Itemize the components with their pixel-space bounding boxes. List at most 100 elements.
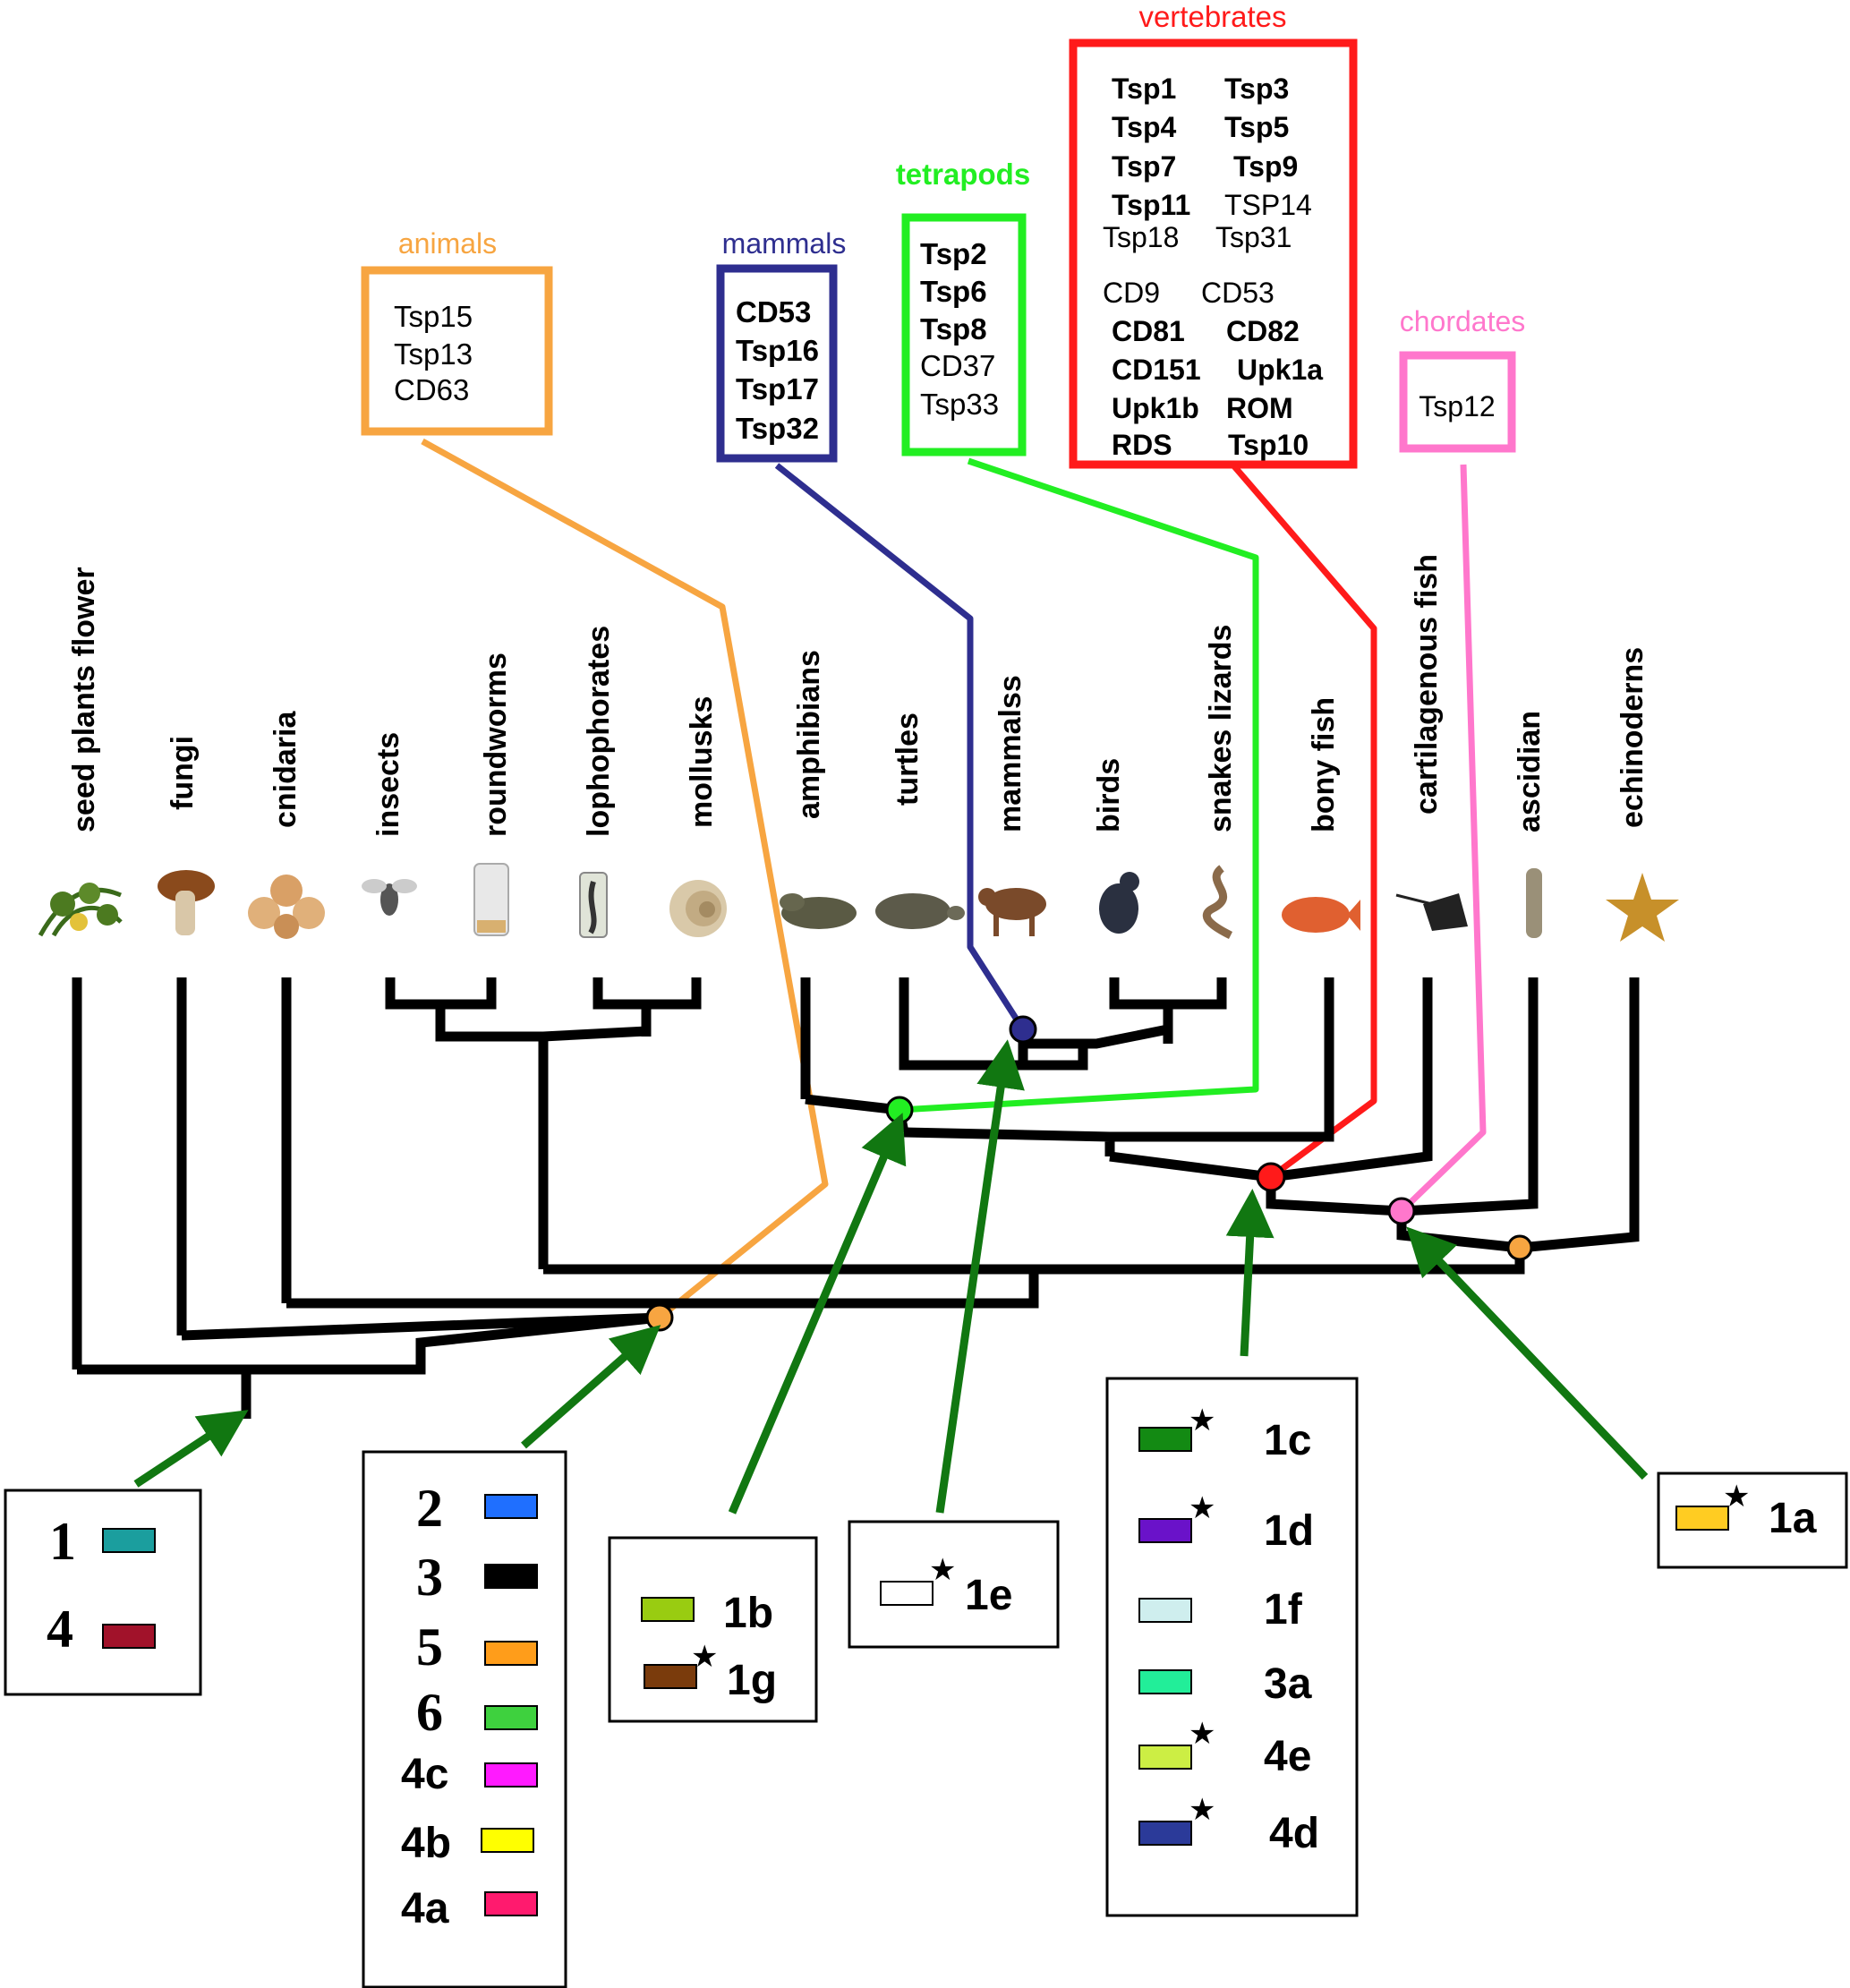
taxon-label: cnidaria — [269, 711, 303, 828]
legend-swatch — [102, 1624, 156, 1649]
gene-label: CD81 — [1112, 315, 1185, 347]
legend-swatch — [1138, 1821, 1192, 1846]
taxon-labels: seed plants flower fungi cnidaria insect… — [67, 554, 1650, 837]
plant-icon — [38, 883, 123, 937]
legend-label: 2 — [416, 1479, 443, 1538]
gene-label: Tsp6 — [920, 275, 987, 308]
legend-star: ★ — [1723, 1480, 1750, 1514]
specimen-jar-icon — [579, 872, 608, 938]
origin-arrows — [133, 1039, 1649, 1514]
arrow-animals — [521, 1325, 661, 1449]
legend-swatch — [1138, 1669, 1192, 1694]
legend-box-3 — [608, 1536, 818, 1723]
gene-label: Tsp13 — [394, 337, 473, 371]
legend-box-2-entries: 2 3 5 6 4c 4b 4a — [401, 1479, 538, 1933]
animals-connector — [421, 438, 829, 1320]
taxon-label: turtles — [891, 712, 925, 806]
legend-label: 1d — [1264, 1507, 1314, 1555]
gene-label: Tsp12 — [1419, 390, 1495, 422]
chordates-connector — [1399, 464, 1487, 1214]
group-mammals-label: mammals — [722, 227, 847, 260]
legend-box-6-entries: ★ 1a — [1675, 1480, 1817, 1542]
gene-label: CD53 — [1201, 277, 1275, 309]
legend-swatch — [641, 1597, 695, 1622]
frog-icon — [780, 893, 857, 929]
tunicate-icon — [1526, 868, 1542, 938]
legend-star: ★ — [1189, 1491, 1215, 1525]
taxon-label: birds — [1092, 758, 1126, 832]
gene-label: Tsp18 — [1103, 221, 1179, 253]
taxon-label: fungi — [166, 736, 200, 810]
organism-icons — [38, 863, 1679, 942]
group-animals: animals Tsp15 Tsp13 CD63 — [361, 227, 553, 436]
gene-label: Tsp8 — [920, 312, 987, 346]
node-chordates — [1387, 1197, 1416, 1225]
group-animals-label: animals — [398, 227, 497, 260]
shell-icon — [669, 880, 727, 937]
gene-label: CD37 — [920, 349, 995, 382]
legend-swatch — [484, 1891, 538, 1916]
taxon-label: ascidian — [1513, 711, 1547, 832]
legend-box-1 — [4, 1489, 202, 1696]
legend-label: 4 — [47, 1600, 73, 1659]
legend-label: 1b — [723, 1590, 773, 1637]
turtle-icon — [875, 893, 965, 929]
group-vertebrates: vertebrates Tsp1 Tsp3 Tsp4 Tsp5 Tsp7 Tsp… — [1069, 0, 1358, 469]
legend-label: 1g — [727, 1657, 777, 1704]
legend-swatch — [481, 1828, 534, 1853]
legend-swatch — [484, 1762, 538, 1787]
ray-icon — [1395, 893, 1468, 931]
group-mammals: mammals CD53 Tsp16 Tsp17 Tsp32 — [716, 227, 847, 463]
node-vertebrates — [1256, 1162, 1286, 1192]
legend-label: 1f — [1264, 1586, 1303, 1634]
mammal-icon — [978, 888, 1046, 936]
starfish-icon — [1606, 873, 1679, 942]
legend-label: 3a — [1264, 1660, 1312, 1708]
legend-swatch — [484, 1705, 538, 1730]
taxon-label: seed plants flower — [67, 567, 101, 832]
gene-label: CD82 — [1226, 315, 1300, 347]
gene-label: Tsp10 — [1228, 429, 1309, 461]
gene-label: Tsp2 — [920, 237, 987, 270]
legend-label: 4c — [401, 1751, 448, 1798]
legend-label: 1e — [965, 1572, 1012, 1619]
taxon-label: snakes lizards — [1204, 625, 1238, 832]
gene-label: Tsp16 — [736, 334, 819, 367]
gene-label: ROM — [1226, 392, 1293, 424]
taxon-label: cartilagenous fish — [1410, 554, 1444, 815]
gene-label: RDS — [1112, 429, 1172, 461]
gene-label: Tsp1 — [1112, 73, 1176, 105]
arrow-tetrapods — [728, 1113, 907, 1514]
legend-swatch — [1138, 1518, 1192, 1543]
node-tetrapods — [885, 1096, 914, 1124]
legend-frames — [4, 1377, 1848, 1988]
legend-swatch — [1138, 1598, 1192, 1623]
gene-label: Tsp15 — [394, 300, 473, 333]
arrow-mammals — [935, 1039, 1025, 1514]
worm-jar-icon — [473, 863, 509, 936]
legend-star: ★ — [691, 1640, 718, 1674]
legend-label: 4e — [1264, 1733, 1311, 1780]
legend-swatch — [484, 1564, 538, 1589]
legend-label: 1 — [49, 1512, 76, 1571]
taxon-label: echinoderns — [1616, 647, 1650, 828]
legend-star: ★ — [1189, 1404, 1215, 1438]
group-mammals-box — [716, 264, 838, 463]
legend-swatch — [1675, 1506, 1729, 1531]
gene-label: Upk1a — [1237, 354, 1323, 386]
legend-label: 4b — [401, 1820, 451, 1867]
taxon-label: amphibians — [792, 650, 826, 819]
arrow-chordates — [1406, 1226, 1649, 1480]
taxon-label: roundworms — [479, 653, 513, 837]
legend-box-3-entries: 1b ★ 1g — [641, 1590, 777, 1704]
group-vertebrates-label: vertebrates — [1138, 0, 1286, 33]
legend-label: 1a — [1769, 1495, 1817, 1542]
legend-swatch — [484, 1641, 538, 1666]
gene-label: TSP14 — [1224, 189, 1312, 221]
gene-label: Tsp31 — [1215, 221, 1292, 253]
mushroom-icon — [158, 870, 215, 935]
gene-label: Tsp3 — [1224, 73, 1289, 105]
group-chordates-box — [1399, 351, 1516, 453]
legend-label: 4a — [401, 1885, 449, 1933]
